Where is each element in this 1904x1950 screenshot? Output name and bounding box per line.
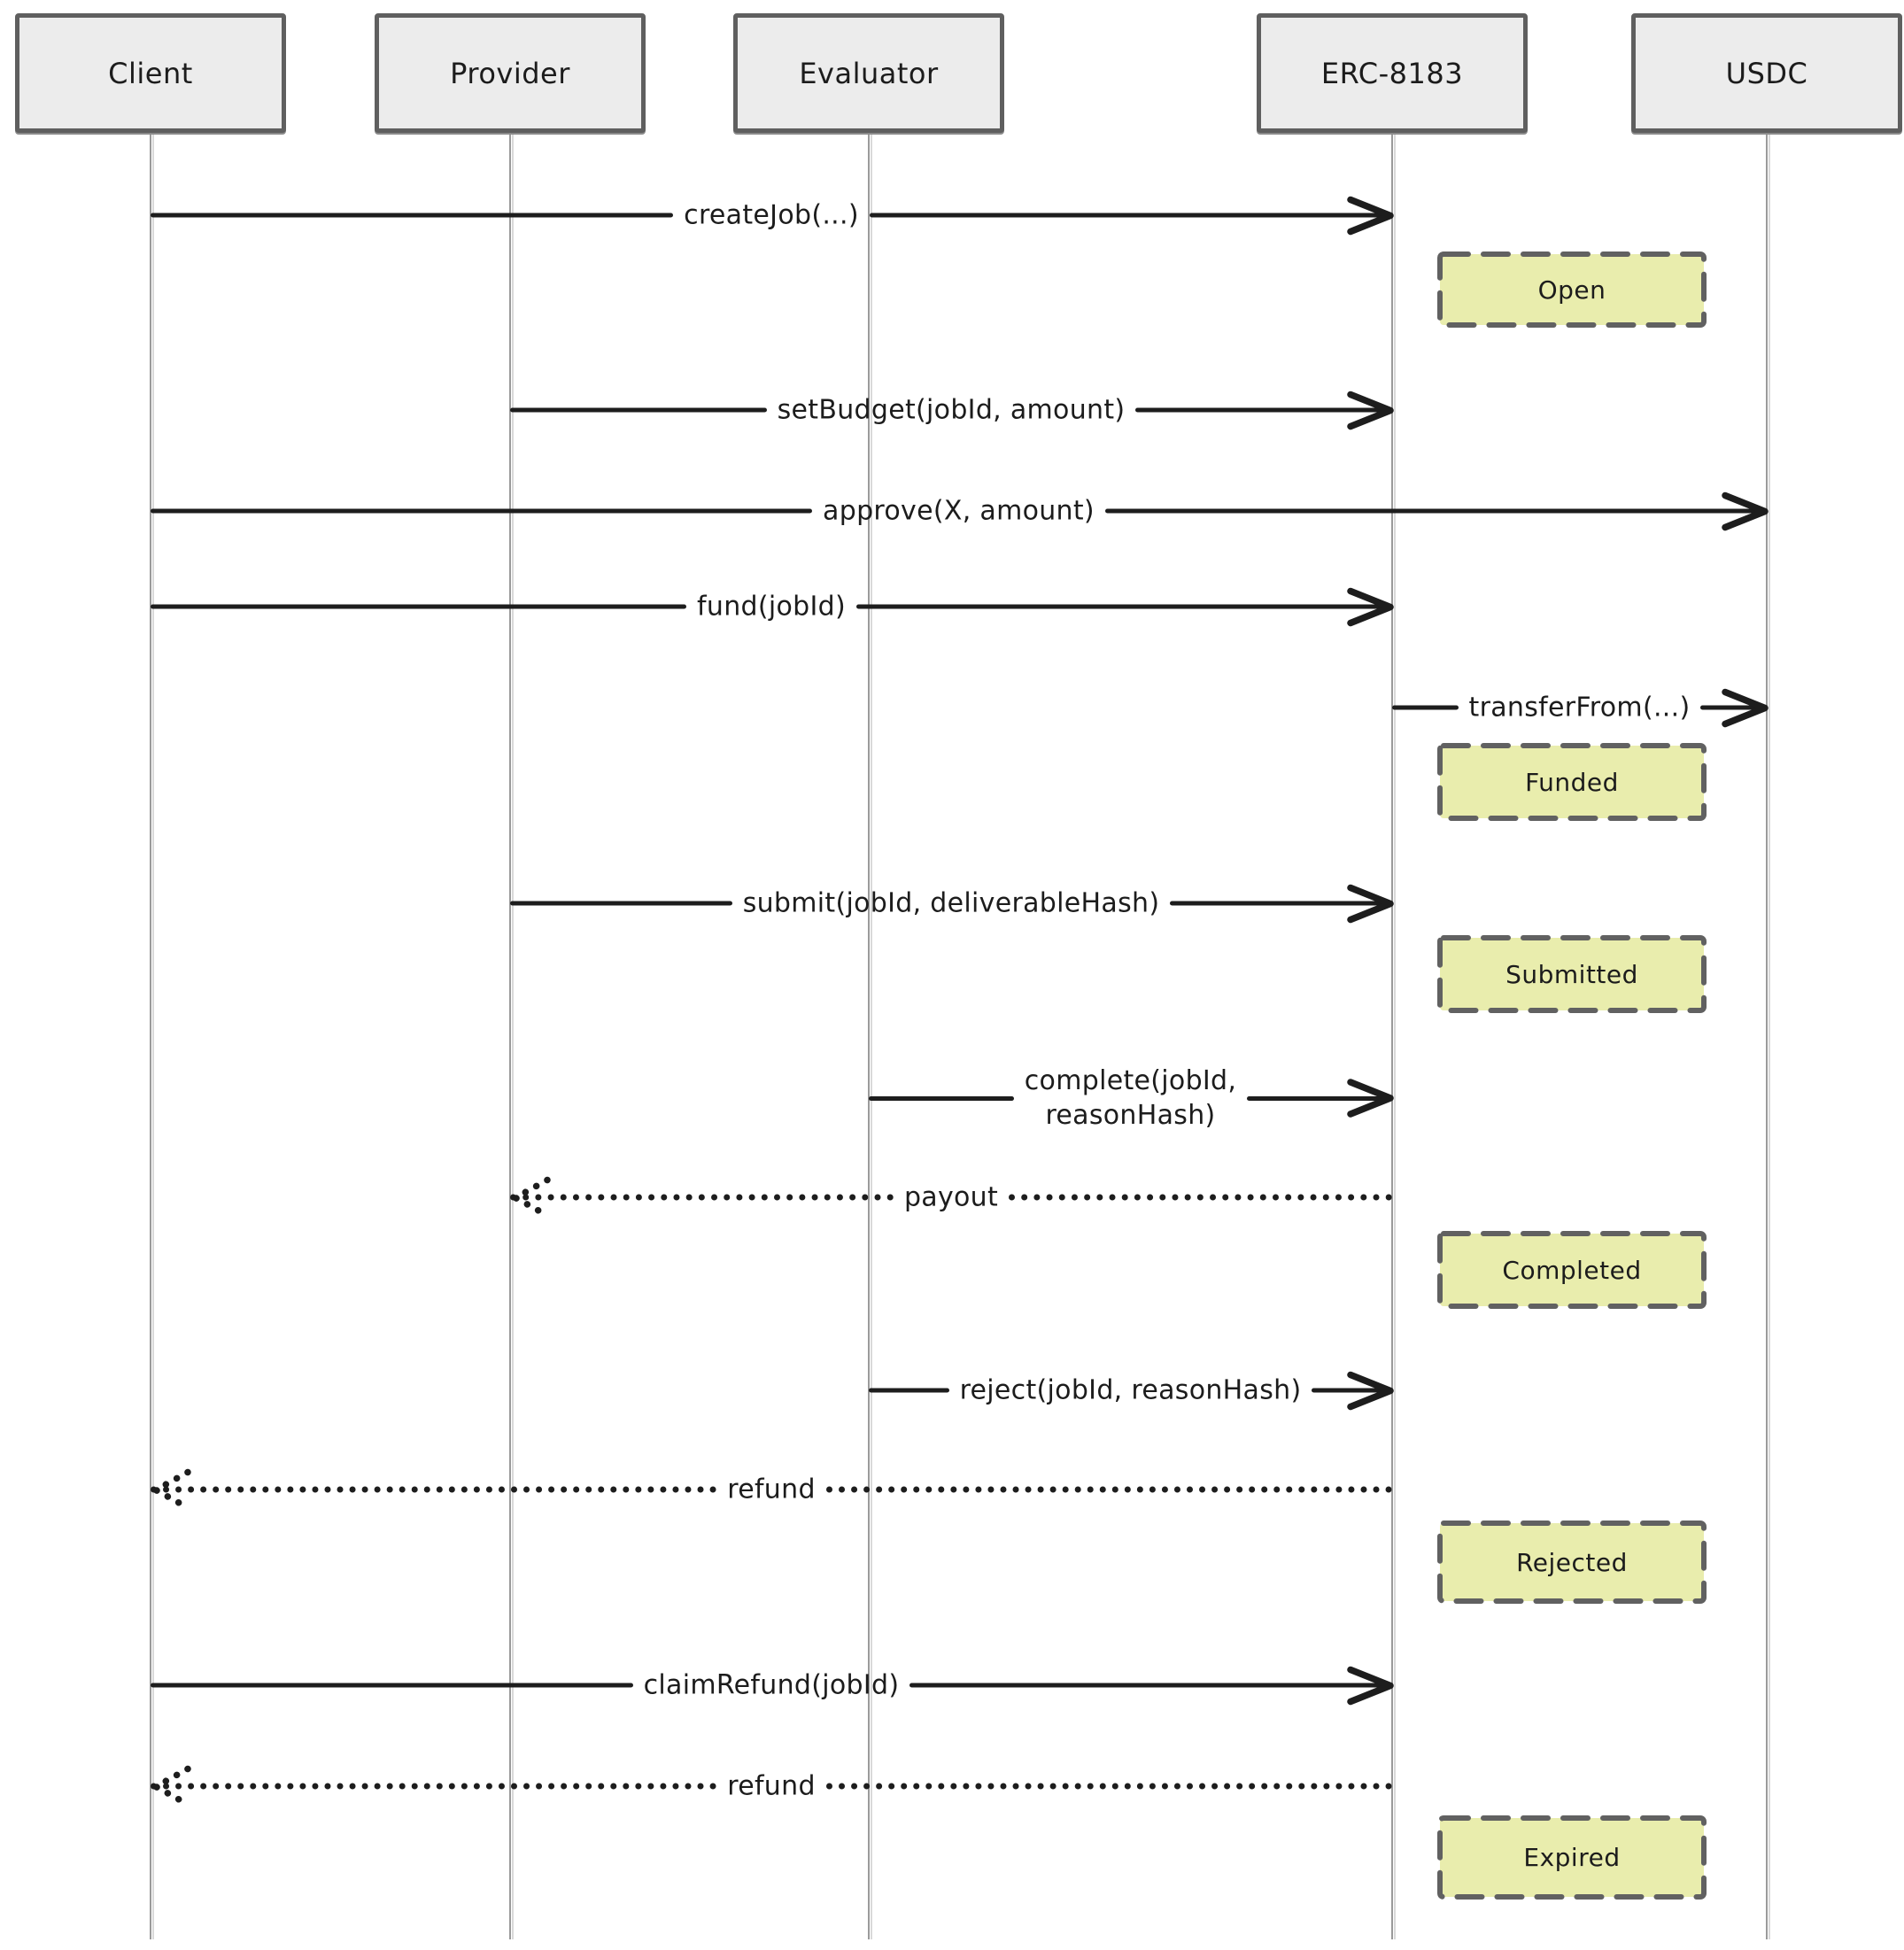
arrow-line-segment — [1170, 901, 1393, 906]
message-label: refund — [727, 1770, 816, 1802]
lifeline-client — [150, 131, 151, 1939]
arrowhead-left-dotted-icon — [152, 1468, 191, 1511]
message-submit: submit(jobId, deliverableHash) — [510, 884, 1394, 923]
actor-box-provider: Provider — [375, 13, 646, 133]
arrow-line-segment — [1700, 705, 1768, 710]
arrow-line-segment — [825, 1783, 1393, 1790]
arrow-line-segment — [855, 604, 1392, 609]
arrowhead-right-icon — [1347, 391, 1394, 429]
message-label: approve(X, amount) — [823, 495, 1095, 527]
message-createjob: createJob(...) — [151, 196, 1394, 235]
arrow-line-segment — [1392, 705, 1459, 710]
message-payout: payout — [510, 1176, 1392, 1219]
message-refund-rejected: refund — [151, 1468, 1393, 1511]
actor-box-client: Client — [15, 13, 286, 133]
arrow-line-segment — [151, 604, 687, 609]
arrowhead-right-icon — [1347, 196, 1394, 235]
arrow-line-segment — [1312, 1388, 1393, 1393]
message-approve: approve(X, amount) — [151, 491, 1769, 530]
arrow-line-segment — [510, 901, 732, 906]
arrowhead-right-icon — [1722, 688, 1769, 727]
message-fund: fund(jobId) — [151, 587, 1394, 626]
message-reject: reject(jobId, reasonHash) — [869, 1371, 1394, 1410]
arrow-line-segment — [869, 1095, 1014, 1101]
message-label: submit(jobId, deliverableHash) — [742, 887, 1160, 919]
lifeline-erc8183 — [1391, 131, 1393, 1939]
note-border — [1437, 743, 1707, 821]
state-note-rejected: Rejected — [1436, 1520, 1707, 1605]
message-label: complete(jobId, reasonHash) — [1024, 1065, 1237, 1131]
lifeline-usdc — [1766, 131, 1768, 1939]
note-border — [1437, 251, 1707, 328]
message-label: claimRefund(jobId) — [643, 1669, 900, 1701]
arrow-line-segment — [151, 1486, 717, 1493]
note-border — [1437, 935, 1707, 1013]
arrowhead-right-icon — [1722, 491, 1769, 530]
arrow-line-segment — [510, 1194, 894, 1201]
state-label: Rejected — [1516, 1547, 1628, 1577]
message-claimrefund: claimRefund(jobId) — [151, 1666, 1394, 1705]
state-label: Submitted — [1505, 959, 1638, 989]
message-label: fund(jobId) — [697, 591, 846, 623]
message-label: setBudget(jobId, amount) — [777, 394, 1126, 426]
message-complete: complete(jobId, reasonHash) — [869, 1064, 1394, 1133]
arrow-line-segment — [825, 1486, 1393, 1493]
state-label: Completed — [1502, 1255, 1642, 1285]
state-note-funded: Funded — [1436, 742, 1707, 822]
arrow-line-segment — [151, 1783, 717, 1790]
arrowhead-left-dotted-icon — [512, 1176, 551, 1219]
state-label: Open — [1537, 275, 1606, 305]
arrowhead-right-icon — [1347, 1079, 1394, 1118]
actor-label: Evaluator — [799, 56, 939, 90]
arrow-line-segment — [1104, 508, 1767, 514]
state-note-expired: Expired — [1436, 1815, 1707, 1900]
message-refund-expired: refund — [151, 1765, 1393, 1807]
state-label: Funded — [1525, 767, 1619, 797]
arrow-line-segment — [1009, 1194, 1392, 1201]
state-note-open: Open — [1436, 251, 1707, 329]
actor-box-usdc: USDC — [1631, 13, 1902, 133]
actor-box-erc8183: ERC-8183 — [1257, 13, 1528, 133]
arrowhead-right-icon — [1347, 1666, 1394, 1705]
arrow-line-segment — [869, 1388, 949, 1393]
state-note-completed: Completed — [1436, 1230, 1707, 1310]
arrow-line-segment — [151, 213, 674, 218]
message-label: transferFrom(...) — [1468, 692, 1691, 724]
message-label: refund — [727, 1474, 816, 1505]
arrow-line-segment — [1247, 1095, 1392, 1101]
arrow-line-segment — [151, 1683, 633, 1688]
arrow-line-segment — [1135, 407, 1392, 413]
note-border — [1437, 1231, 1707, 1309]
arrow-line-segment — [869, 213, 1393, 218]
message-transferfrom: transferFrom(...) — [1392, 688, 1769, 727]
message-label: payout — [903, 1181, 999, 1213]
arrow-line-segment — [909, 1683, 1393, 1688]
arrowhead-left-dotted-icon — [152, 1765, 191, 1807]
note-border — [1437, 1521, 1707, 1604]
note-border — [1437, 1815, 1707, 1900]
message-label: createJob(...) — [684, 199, 859, 231]
state-note-submitted: Submitted — [1436, 934, 1707, 1014]
arrowhead-right-icon — [1347, 587, 1394, 626]
lifeline-evaluator — [868, 131, 870, 1939]
state-label: Expired — [1523, 1843, 1621, 1872]
lifeline-provider — [509, 131, 511, 1939]
actor-label: ERC-8183 — [1320, 56, 1464, 90]
actor-label: USDC — [1725, 56, 1808, 90]
actor-label: Provider — [450, 56, 570, 90]
actor-label: Client — [108, 56, 193, 90]
arrow-line-segment — [151, 508, 813, 514]
message-label: reject(jobId, reasonHash) — [959, 1374, 1302, 1406]
arrowhead-right-icon — [1347, 1371, 1394, 1410]
actor-box-evaluator: Evaluator — [733, 13, 1004, 133]
message-setbudget: setBudget(jobId, amount) — [510, 391, 1394, 429]
arrowhead-right-icon — [1347, 884, 1394, 923]
arrow-line-segment — [510, 407, 767, 413]
